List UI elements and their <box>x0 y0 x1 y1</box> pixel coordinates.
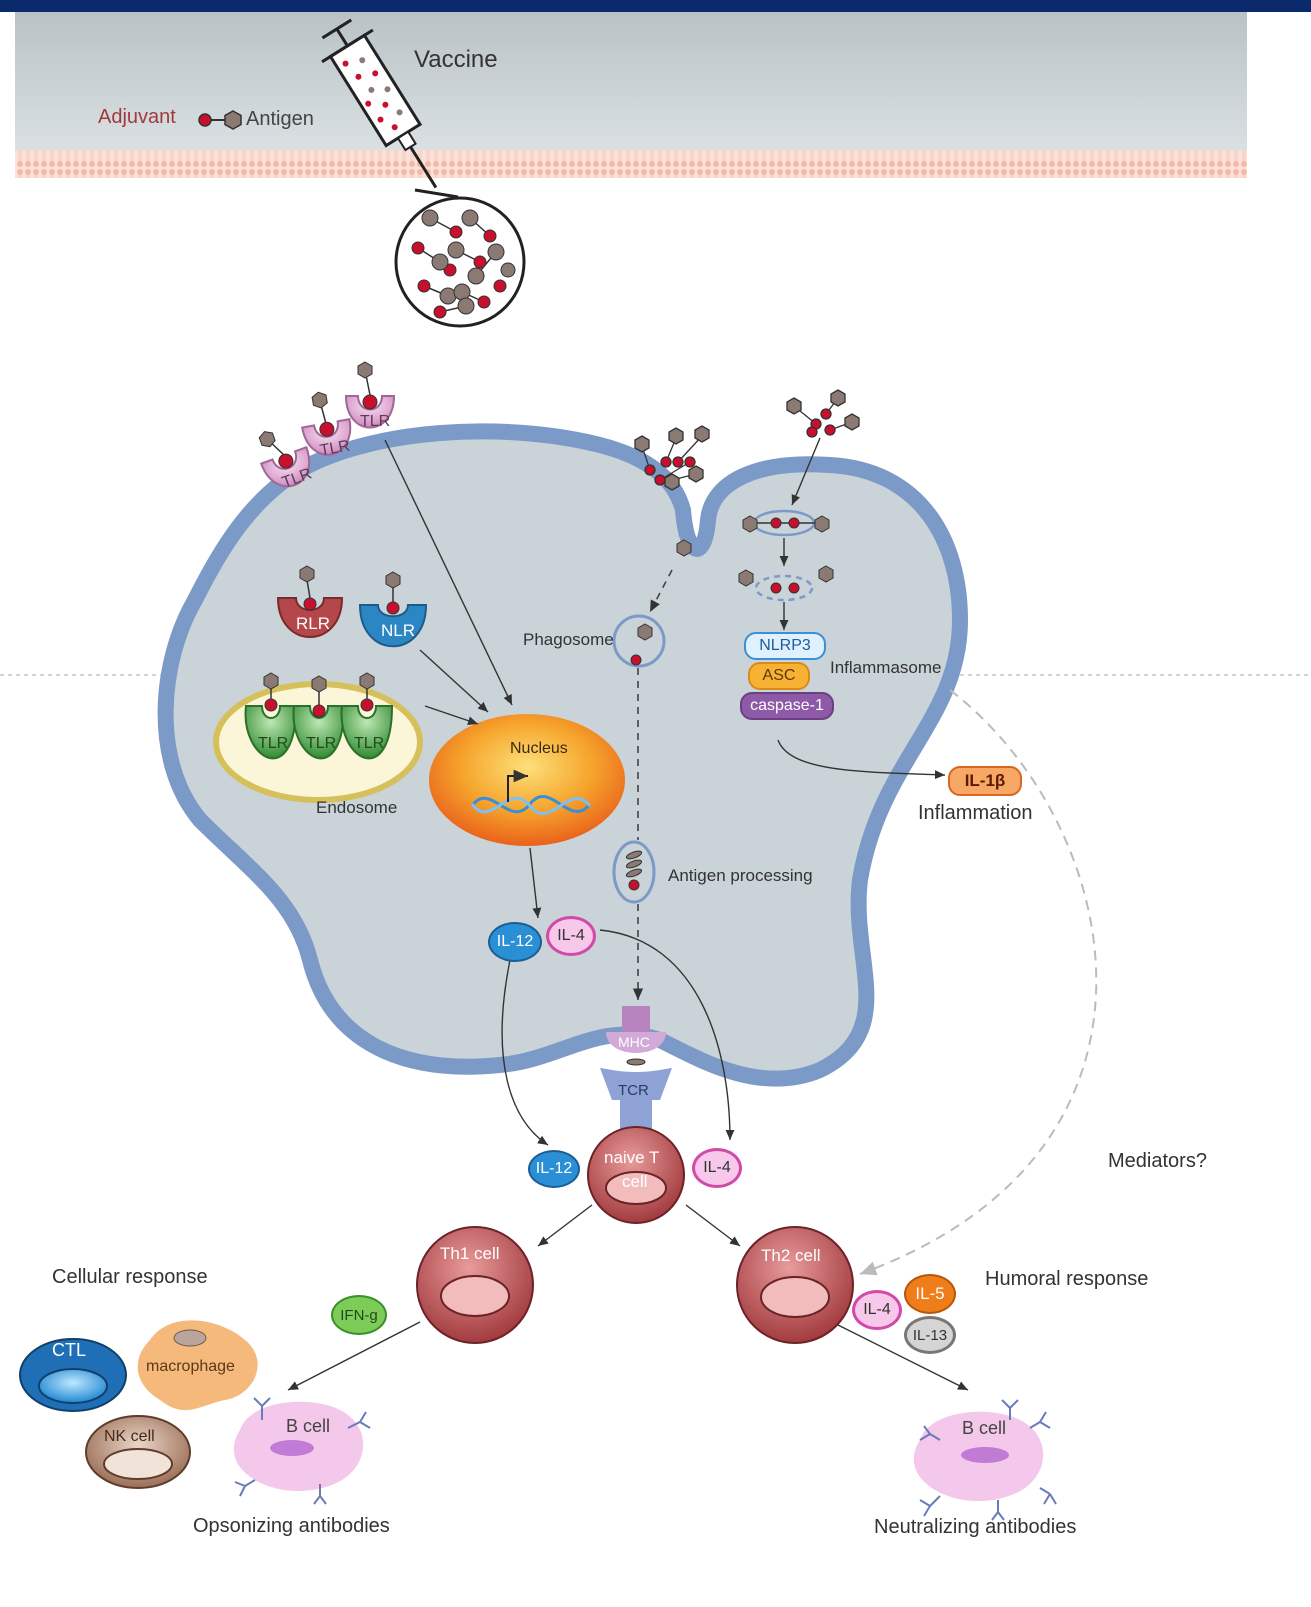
nk-cell <box>85 1415 191 1489</box>
mhc-label: MHC <box>618 1034 650 1050</box>
b-cell-right <box>913 1399 1057 1521</box>
il1b-badge: IL-1β <box>948 766 1022 796</box>
mediators-dashed-arrow <box>859 689 1098 1276</box>
il13-badge: IL-13 <box>904 1316 956 1354</box>
endosome-tlr-3 <box>340 672 394 760</box>
antigen-cluster-phagocytosis <box>634 425 710 491</box>
naive-t-label-2: cell <box>622 1172 648 1191</box>
phagosome <box>612 539 692 668</box>
tlr-endosome-label-3: TLR <box>354 735 385 752</box>
inflammasome-label: Inflammasome <box>830 658 942 677</box>
tcr-label: TCR <box>618 1082 649 1099</box>
neutralizing-antibodies-label: Neutralizing antibodies <box>874 1516 1077 1538</box>
inflammation-label: Inflammation <box>918 802 1033 824</box>
macrophage-cell <box>137 1320 258 1411</box>
macrophage-label: macrophage <box>146 1358 235 1375</box>
caspase-badge: caspase-1 <box>740 692 834 720</box>
syringe-icon <box>321 18 438 189</box>
skin-layer <box>15 12 1247 162</box>
il4-badge-th2: IL-4 <box>852 1290 902 1330</box>
vaccine-label: Vaccine <box>414 46 498 73</box>
b-cell-left <box>233 1397 371 1505</box>
ctl-label: CTL <box>52 1340 87 1360</box>
rlr-receptor <box>276 565 344 638</box>
tlr-surface-label-3: TLR <box>360 413 391 430</box>
b-cell-right-label: B cell <box>962 1418 1007 1438</box>
rlr-label: RLR <box>296 614 331 633</box>
top-bar <box>0 0 1311 12</box>
nlrp3-badge: NLRP3 <box>744 632 826 660</box>
th1-label: Th1 cell <box>440 1244 500 1263</box>
humoral-response-label: Humoral response <box>985 1268 1149 1290</box>
surface-tlr-group <box>258 361 396 488</box>
skin-membrane <box>15 150 1247 178</box>
antigen-path-dashed <box>632 569 673 1000</box>
mediators-label: Mediators? <box>1108 1150 1207 1172</box>
th1-cell <box>416 1226 534 1344</box>
tlr-endosome-label-2: TLR <box>306 735 337 752</box>
legend-adjuvant-antigen-icon <box>198 110 242 130</box>
nlr-label: NLR <box>381 621 416 640</box>
asc-badge: ASC <box>748 662 810 690</box>
tlr-endosome-label-1: TLR <box>258 735 289 752</box>
signal-arrows <box>287 437 969 1391</box>
endosome-label: Endosome <box>316 798 398 817</box>
th2-cell <box>736 1226 854 1344</box>
nucleus <box>429 714 625 846</box>
inflammasome-vesicles <box>738 509 834 602</box>
b-cell-left-label: B cell <box>286 1416 331 1436</box>
antigen-label: Antigen <box>246 108 314 130</box>
naive-t-cell <box>587 1126 685 1224</box>
endosome-tlr-2 <box>292 675 346 760</box>
endosome <box>213 672 423 803</box>
phagosome-label: Phagosome <box>523 630 614 649</box>
magnified-vaccine-particles <box>394 188 526 328</box>
nlr-receptor <box>358 571 428 648</box>
antigen-processing-vesicle <box>612 840 656 904</box>
nucleus-label: Nucleus <box>510 740 568 757</box>
antigen-cluster-inflammasome <box>786 389 860 438</box>
antigen-processing-label: Antigen processing <box>668 866 813 885</box>
th2-label: Th2 cell <box>761 1246 821 1265</box>
adjuvant-label: Adjuvant <box>98 106 176 128</box>
il5-badge: IL-5 <box>904 1274 956 1314</box>
ctl-cell <box>19 1338 127 1412</box>
nk-cell-label: NK cell <box>104 1428 155 1445</box>
cellular-response-label: Cellular response <box>52 1266 208 1288</box>
ifng-badge: IFN-g <box>331 1295 387 1335</box>
il4-badge-t: IL-4 <box>692 1148 742 1188</box>
il4-badge-cell: IL-4 <box>546 916 596 956</box>
il12-badge-cell: IL-12 <box>488 922 542 962</box>
transcription-arrow-icon <box>507 769 528 802</box>
opsonizing-antibodies-label: Opsonizing antibodies <box>193 1515 390 1537</box>
il12-badge-t: IL-12 <box>528 1150 580 1188</box>
naive-t-label-1: naive T <box>604 1148 660 1167</box>
